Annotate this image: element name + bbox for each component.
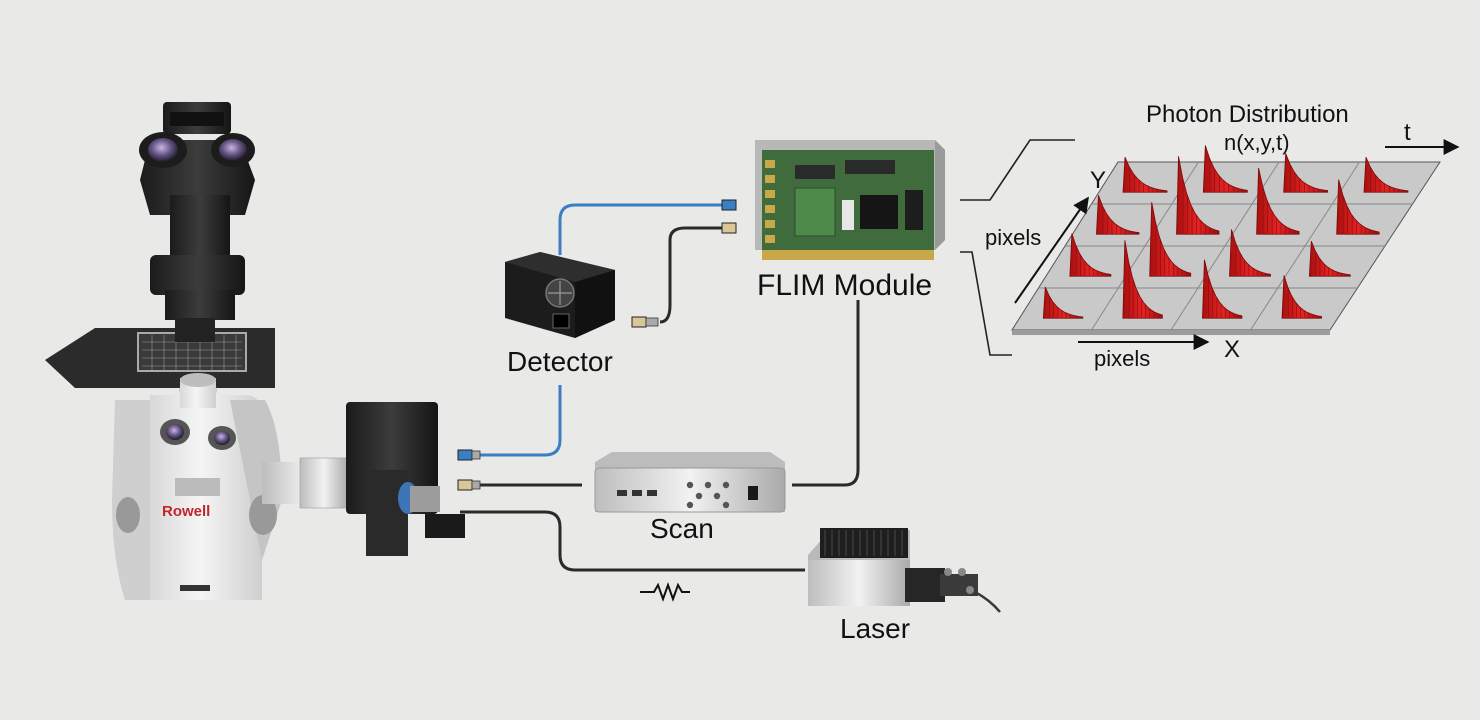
- label-axis-t: t: [1404, 119, 1411, 146]
- laser-heatsink: [820, 528, 908, 558]
- scan-device: [594, 452, 786, 513]
- microscope: Rowell: [45, 102, 465, 600]
- scan-buttons-icon: [686, 481, 730, 509]
- label-axis-y: Y: [1090, 167, 1106, 194]
- flim-module-board: [755, 140, 945, 260]
- photon-distribution-grid: [1011, 145, 1441, 335]
- cables: [457, 199, 1001, 613]
- blue-cable-microscope-to-detector: [470, 385, 562, 457]
- dark-cable-detector-to-flim: [659, 226, 735, 324]
- callout-line-top: [960, 139, 1075, 201]
- left-eyepiece-icon: [148, 138, 178, 162]
- right-eyepiece-icon: [219, 139, 247, 161]
- laser-fiber: [974, 590, 1001, 613]
- label-flim-module: FLIM Module: [757, 269, 932, 302]
- microscope-brand-logo: Rowell: [162, 503, 210, 520]
- label-laser: Laser: [840, 613, 910, 644]
- y-axis-arrow: [1014, 196, 1089, 304]
- laser-device: [808, 528, 978, 606]
- label-photon-formula: n(x,y,t): [1224, 130, 1290, 155]
- label-detector: Detector: [507, 346, 613, 377]
- main-chip-icon: [860, 195, 898, 229]
- lower-right-eyepiece-icon: [214, 431, 230, 445]
- label-axis-x: X: [1224, 336, 1240, 363]
- right-focus-knob-icon: [249, 495, 277, 535]
- label-pixels-x: pixels: [1094, 346, 1150, 371]
- squiggle-symbol: [640, 582, 690, 602]
- left-focus-knob-icon: [116, 497, 140, 533]
- lower-left-eyepiece-icon: [166, 424, 184, 440]
- label-pixels-y: pixels: [985, 225, 1041, 250]
- callout-line-bottom: [960, 251, 1012, 356]
- scan-power-switch-icon: [748, 486, 758, 500]
- blue-cable-detector-to-flim: [558, 203, 735, 255]
- label-photon-title: Photon Distribution: [1146, 101, 1349, 128]
- dark-cable-microscope-to-laser: [460, 510, 805, 572]
- detector-device: [505, 252, 615, 338]
- power-socket-icon: [552, 313, 570, 329]
- label-scan: Scan: [650, 513, 714, 544]
- dark-cable-scan-to-flim: [792, 300, 860, 487]
